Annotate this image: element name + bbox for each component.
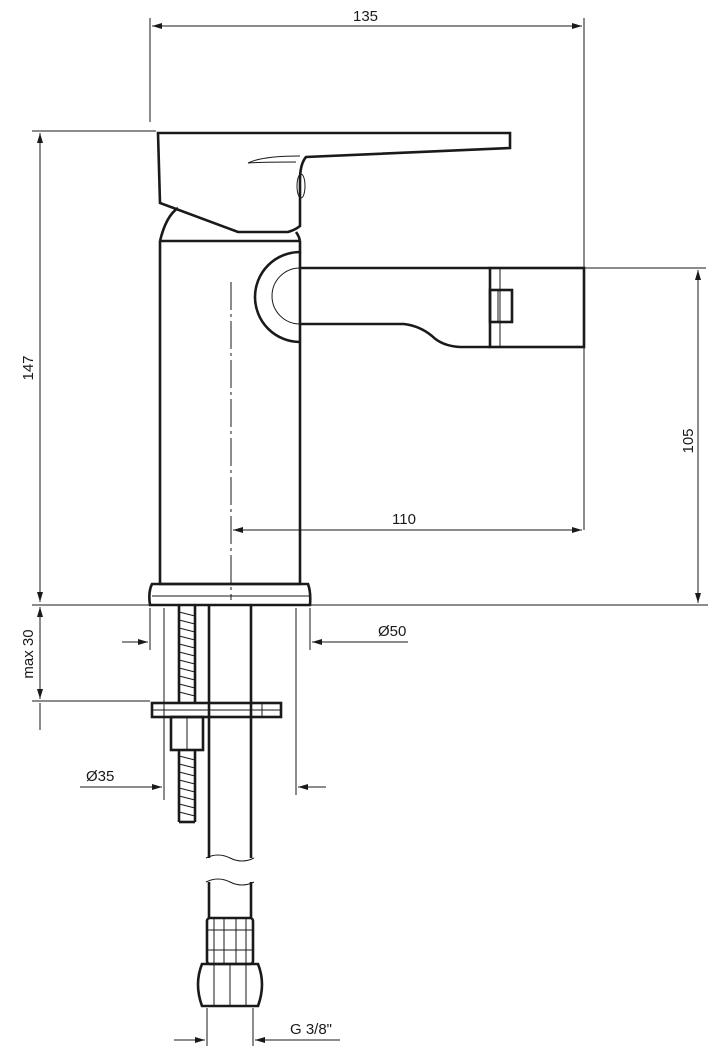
threaded-stud — [177, 605, 197, 824]
hole-diameter-label: Ø35 — [86, 768, 114, 785]
faucet-body — [148, 131, 586, 607]
spout-reach-label: 110 — [392, 511, 416, 528]
width-dimension: 135 — [149, 8, 585, 530]
supply-hose — [205, 605, 255, 918]
max-thickness-dimension: max 30 — [20, 607, 150, 730]
spout-height-label: 105 — [680, 428, 697, 453]
height-label: 147 — [20, 355, 37, 380]
thread-dimension: G 3/8" — [174, 1008, 340, 1046]
mounting-hardware — [150, 605, 283, 1008]
thread-label: G 3/8" — [290, 1021, 332, 1038]
height-dimension: 147 — [20, 130, 156, 602]
width-label: 135 — [353, 8, 378, 25]
cartridge-dome — [158, 206, 302, 242]
hole-diameter-dimension: Ø35 — [80, 608, 326, 800]
max-thickness-label: max 30 — [20, 629, 37, 678]
spout — [300, 266, 490, 349]
spout-height-dimension: 105 — [584, 267, 706, 603]
base-diameter-label: Ø50 — [378, 623, 406, 640]
main-body — [158, 239, 302, 586]
base-diameter-dimension: Ø50 — [122, 608, 408, 650]
base-flange — [148, 582, 312, 607]
aerator-head — [488, 266, 586, 349]
swivel-knob — [488, 288, 514, 324]
spout-reach-dimension: 110 — [233, 511, 582, 533]
lever-handle — [156, 131, 512, 234]
hose-fitting — [196, 916, 264, 1008]
spout-connector — [253, 241, 302, 344]
